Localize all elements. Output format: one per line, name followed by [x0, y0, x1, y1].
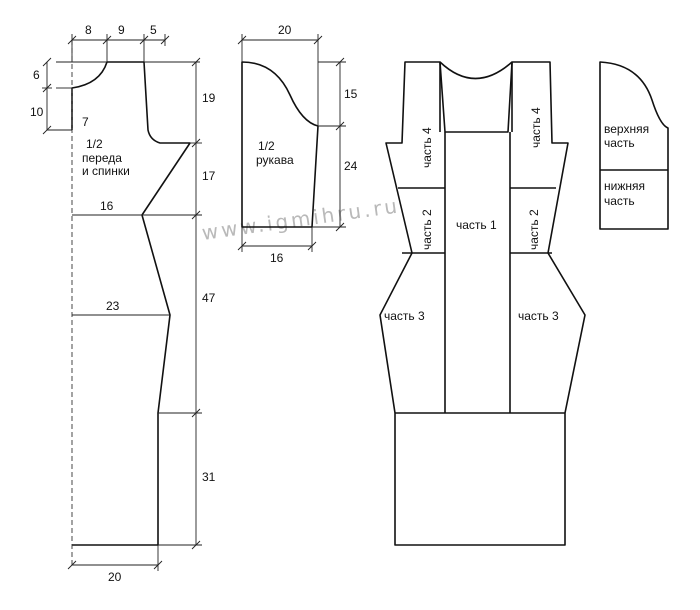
front-back-label-fraction: 1/2 [86, 137, 103, 151]
sleeve-parts-diagram: верхняя часть нижняя часть [599, 61, 669, 230]
label-upper-part-line1: верхняя [604, 122, 649, 136]
label-lower-part-line1: нижняя [604, 179, 645, 193]
front-back-outline [71, 61, 191, 546]
label-upper-part-line2: часть [604, 136, 635, 150]
front-back-label-line2: и спинки [82, 164, 130, 178]
dim-shoulder-drop: 10 [30, 105, 44, 119]
label-part2-left: часть 2 [420, 209, 434, 250]
label-lower-part-line2: часть [604, 194, 635, 208]
watermark-text: www.igmihru.ru [200, 193, 401, 245]
sleeve-outline [241, 61, 319, 228]
dim-neck-depth: 6 [33, 68, 40, 82]
dim-skirt-length: 31 [202, 470, 216, 484]
assembly-diagram: часть 4 часть 4 часть 2 часть 2 часть 1 … [379, 61, 586, 546]
dress-outline [379, 61, 586, 546]
label-part3-right: часть 3 [518, 309, 559, 323]
front-back-pattern: 8 9 5 6 10 7 19 17 47 31 16 23 20 1/2 пе… [30, 23, 216, 584]
dim-waist-width: 16 [100, 199, 114, 213]
dim-top-right: 5 [150, 23, 157, 37]
sleeve-label-fraction: 1/2 [258, 139, 275, 153]
label-part1: часть 1 [456, 218, 497, 232]
dim-top-mid: 9 [118, 23, 125, 37]
sleeve-parts-outline [599, 61, 669, 230]
label-part4-right: часть 4 [529, 107, 543, 148]
dim-sleeve-length: 24 [344, 159, 358, 173]
dim-top-left: 8 [85, 23, 92, 37]
tick-marks [42, 35, 345, 570]
sleeve-label-line1: рукава [256, 153, 294, 167]
label-part4-left: часть 4 [420, 127, 434, 168]
label-part2-right: часть 2 [527, 209, 541, 250]
dim-chest-to-waist: 17 [202, 169, 216, 183]
dim-sleeve-top-width: 20 [278, 23, 292, 37]
dim-neck-inner: 7 [82, 115, 89, 129]
front-back-label-line1: переда [82, 151, 122, 165]
dim-hem-width: 20 [108, 570, 122, 584]
dim-armhole-depth: 19 [202, 91, 216, 105]
label-part3-left: часть 3 [384, 309, 425, 323]
dim-hip-width: 23 [106, 299, 120, 313]
sleeve-pattern: 20 15 24 16 1/2 рукава [241, 23, 358, 265]
dim-sleeve-cuff-width: 16 [270, 251, 284, 265]
dim-waist-to-hip: 47 [202, 291, 216, 305]
dim-sleeve-cap-height: 15 [344, 87, 358, 101]
